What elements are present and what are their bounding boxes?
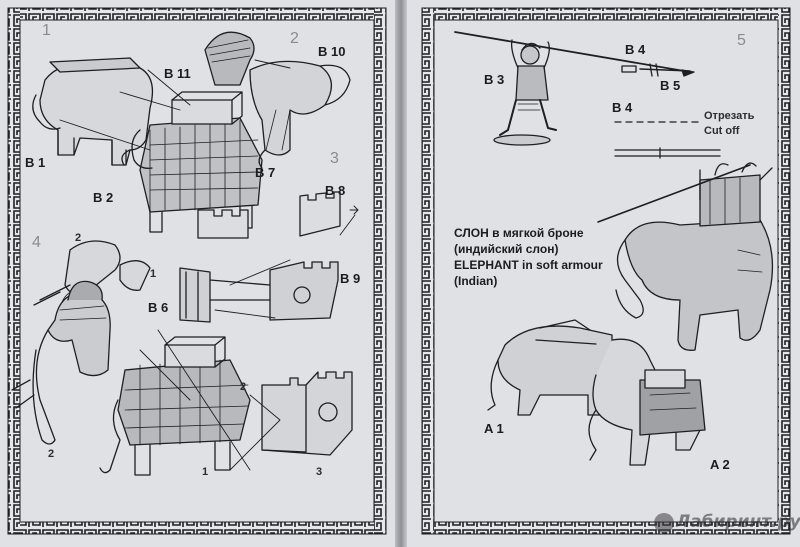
watermark: Лабиринт.ру <box>676 512 800 532</box>
cut-label-ru: Отрезать <box>704 110 755 122</box>
part-number-head-2: 2 <box>75 232 82 244</box>
callout-b1: B 1 <box>25 155 46 170</box>
callout-b6: B 6 <box>148 300 169 315</box>
callout-b2: B 2 <box>93 190 114 205</box>
part-number-howdah-2: 2 <box>240 381 247 393</box>
cut-label-en: Cut off <box>704 125 740 137</box>
callout-b11: B 11 <box>164 66 191 81</box>
soldier-figure-b3 <box>454 31 695 146</box>
callout-b7: B 7 <box>255 165 276 180</box>
kit-title-line-1: СЛОН в мягкой броне <box>454 226 584 240</box>
howdah-walls <box>179 191 341 323</box>
elephant-body-step1 <box>32 57 154 166</box>
callout-a2: A 2 <box>710 457 730 472</box>
kit-title-line-2: (индийский слон) <box>454 242 559 256</box>
kit-title-line-4: (Indian) <box>454 274 498 288</box>
part-number-body-1: 1 <box>202 466 209 478</box>
callout-b10: B 10 <box>318 44 346 59</box>
war-elephant-with-riders <box>597 162 774 351</box>
page-fold <box>395 0 407 547</box>
spear-parts-b4-b5 <box>621 63 691 77</box>
callout-b4-mid: B 4 <box>612 100 633 115</box>
howdah-assembled <box>261 371 353 456</box>
elephant-armored-b2 <box>121 91 263 233</box>
greek-key-border-right <box>421 7 791 535</box>
callout-b5: B 5 <box>660 78 681 93</box>
elephant-armored-step-final <box>11 280 251 476</box>
elephant-soft-armour-a1-a2 <box>487 319 706 466</box>
callout-b4-top: B 4 <box>625 42 646 57</box>
callout-a1: A 1 <box>484 421 504 436</box>
greek-key-border-left <box>7 7 387 535</box>
step-number-5: 5 <box>737 32 746 49</box>
step-number-4: 4 <box>32 234 41 251</box>
step-number-1: 1 <box>42 22 51 39</box>
step-number-3: 3 <box>330 150 339 167</box>
step-number-2: 2 <box>290 30 299 47</box>
elephant-head-step2 <box>204 31 351 169</box>
cut-off-guide <box>614 121 721 159</box>
elephant-head-step4 <box>33 240 151 306</box>
callout-b3: B 3 <box>484 72 505 87</box>
assembly-leader-lines <box>59 59 359 471</box>
kit-title-line-3: ELEPHANT in soft armour <box>454 258 603 272</box>
callout-b9: B 9 <box>340 271 361 286</box>
part-number-elephant-2: 2 <box>48 448 55 460</box>
watermark-logo-icon <box>654 513 674 533</box>
part-number-howdah-3: 3 <box>316 466 323 478</box>
callout-b8: B 8 <box>325 183 346 198</box>
part-number-head-1: 1 <box>150 268 157 280</box>
